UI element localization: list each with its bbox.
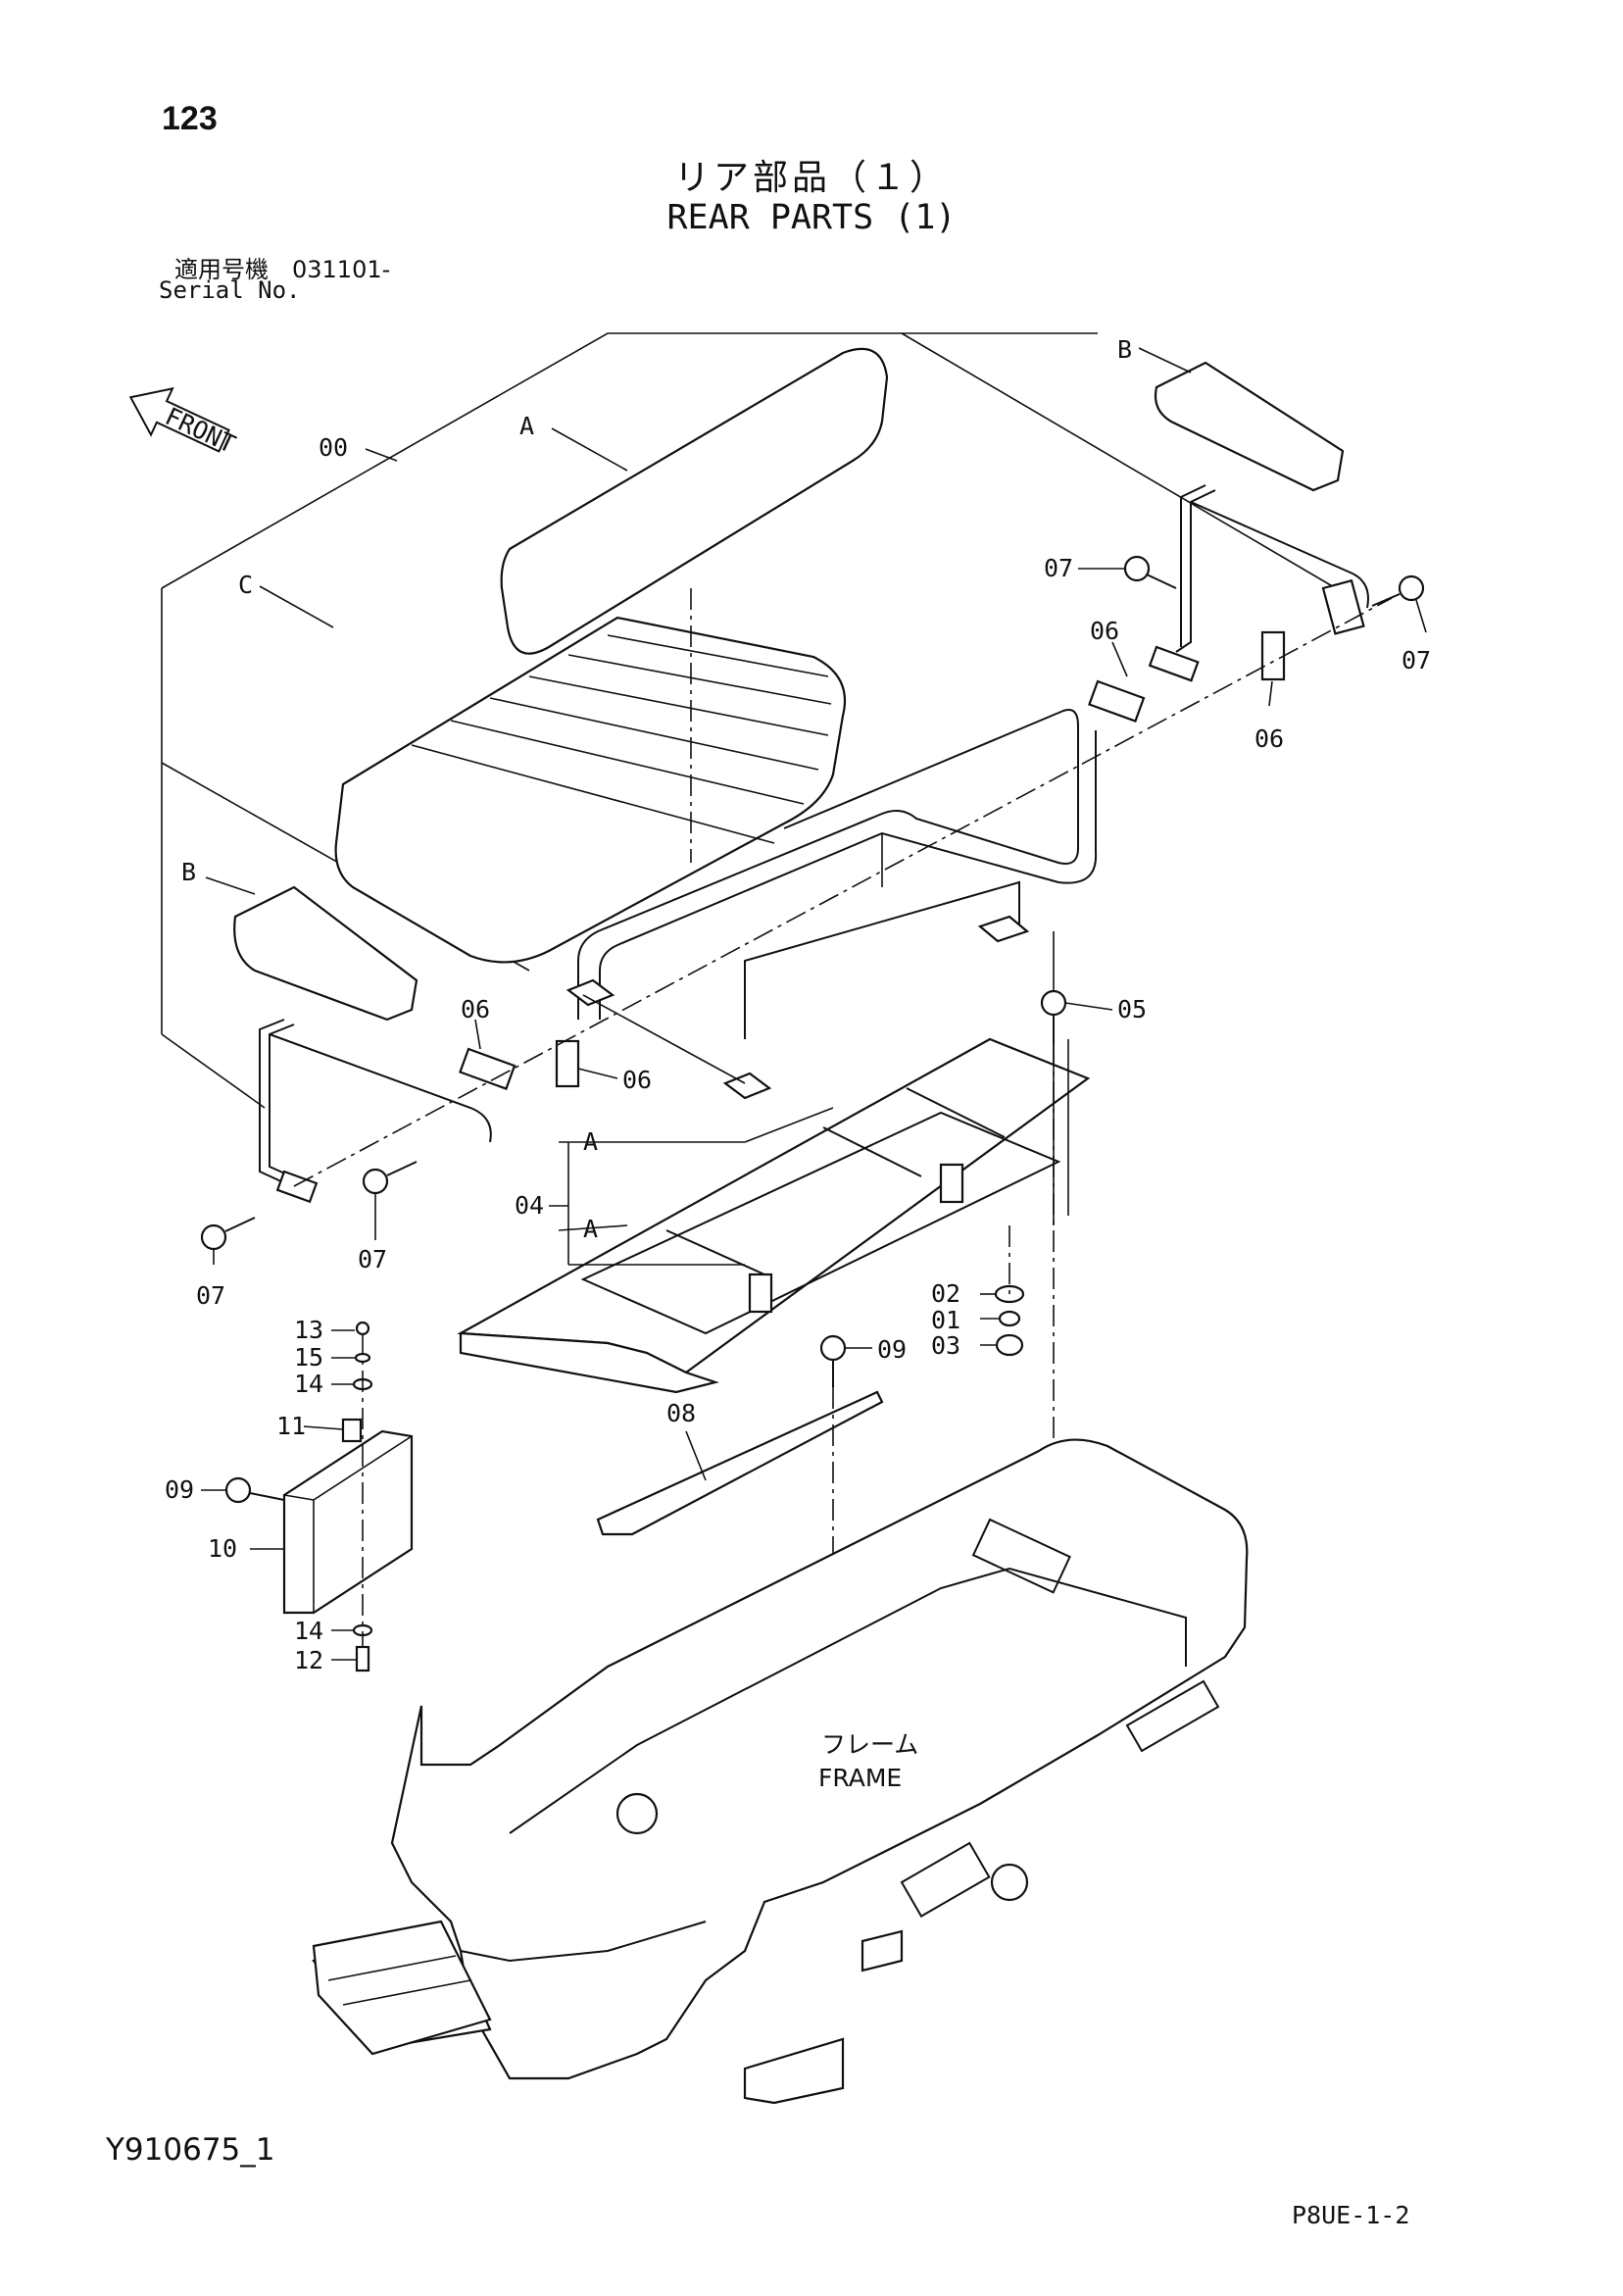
callout-07-right: 07 bbox=[1402, 646, 1431, 674]
serial-label-japanese: 適用号機 031101- bbox=[174, 256, 391, 283]
callout-02: 02 bbox=[931, 1279, 960, 1308]
front-direction-arrow: FRONT bbox=[128, 387, 240, 459]
ref-A-top: A bbox=[519, 412, 534, 440]
front-arrow-label: FRONT bbox=[161, 402, 239, 459]
seat-tube-frame bbox=[566, 709, 1098, 1100]
clamp-06-upper-b bbox=[1148, 645, 1200, 682]
callout-01: 01 bbox=[931, 1306, 960, 1334]
callout-06-right: 06 bbox=[1254, 724, 1284, 753]
callout-03: 03 bbox=[931, 1331, 960, 1360]
strap-bar-08 bbox=[596, 1390, 884, 1536]
bolt-09-upper bbox=[819, 1334, 847, 1583]
bolt-07-right-side bbox=[1371, 574, 1425, 607]
page-number: 123 bbox=[162, 100, 218, 137]
callout-10: 10 bbox=[208, 1534, 237, 1563]
spring-washer-01 bbox=[998, 1310, 1021, 1327]
bolt-09-lower bbox=[224, 1476, 285, 1504]
ref-A-upper: A bbox=[583, 1127, 598, 1156]
serial-label-english: Serial No. bbox=[159, 276, 301, 304]
callout-06-left-b: 06 bbox=[622, 1066, 652, 1094]
bolt-07-left-middle bbox=[362, 1161, 418, 1195]
frame-label-japanese: フレーム bbox=[821, 1730, 918, 1759]
left-armrest bbox=[233, 885, 492, 1204]
callout-07-left-middle: 07 bbox=[358, 1245, 387, 1273]
clamp-06-left-b bbox=[555, 1039, 580, 1088]
seat-cushion bbox=[334, 588, 847, 964]
title-english: REAR PARTS (1) bbox=[666, 198, 957, 237]
callout-15: 15 bbox=[294, 1343, 323, 1372]
nut-03 bbox=[995, 1333, 1024, 1357]
seat-bracket-plate bbox=[457, 931, 1091, 1394]
document-code: Y910675_1 bbox=[106, 2132, 275, 2168]
clamp-06-right bbox=[1260, 630, 1286, 681]
right-armrest bbox=[1154, 361, 1369, 653]
callout-leaders bbox=[201, 347, 1427, 1661]
frame-label-english: FRAME bbox=[818, 1764, 902, 1792]
callout-06-left-a: 06 bbox=[461, 995, 490, 1023]
title-japanese: リア部品（１） bbox=[673, 158, 949, 198]
bolt-07-right-upper bbox=[1123, 555, 1177, 589]
ref-A-lower: A bbox=[583, 1215, 598, 1243]
frame-step bbox=[312, 1920, 492, 2056]
callout-07-left-lower: 07 bbox=[196, 1281, 225, 1310]
ref-B-right: B bbox=[1117, 335, 1132, 364]
callout-14-lower: 14 bbox=[294, 1617, 323, 1645]
callout-14-upper: 14 bbox=[294, 1370, 323, 1398]
seat-backrest bbox=[500, 347, 889, 655]
callout-06-upper: 06 bbox=[1090, 617, 1119, 645]
page-code: P8UE-1-2 bbox=[1292, 2201, 1410, 2229]
control-box-10 bbox=[282, 1321, 414, 1672]
callout-09-upper: 09 bbox=[877, 1335, 907, 1364]
callout-05: 05 bbox=[1117, 995, 1147, 1023]
bolt-07-left-lower bbox=[200, 1217, 256, 1251]
callout-09-lower: 09 bbox=[165, 1475, 194, 1504]
clamp-06-upper-a bbox=[1088, 679, 1146, 724]
callout-11: 11 bbox=[276, 1412, 306, 1440]
callout-08: 08 bbox=[666, 1399, 696, 1427]
ref-C: C bbox=[238, 571, 253, 599]
ref-B-left: B bbox=[181, 858, 196, 886]
callout-04: 04 bbox=[515, 1191, 544, 1220]
clamp-06-left-a bbox=[459, 1047, 516, 1091]
callout-13: 13 bbox=[294, 1316, 323, 1344]
callout-12: 12 bbox=[294, 1646, 323, 1674]
callout-07-upper: 07 bbox=[1044, 554, 1073, 582]
callout-00: 00 bbox=[319, 433, 348, 462]
bolt-axis-line bbox=[293, 597, 1393, 1187]
